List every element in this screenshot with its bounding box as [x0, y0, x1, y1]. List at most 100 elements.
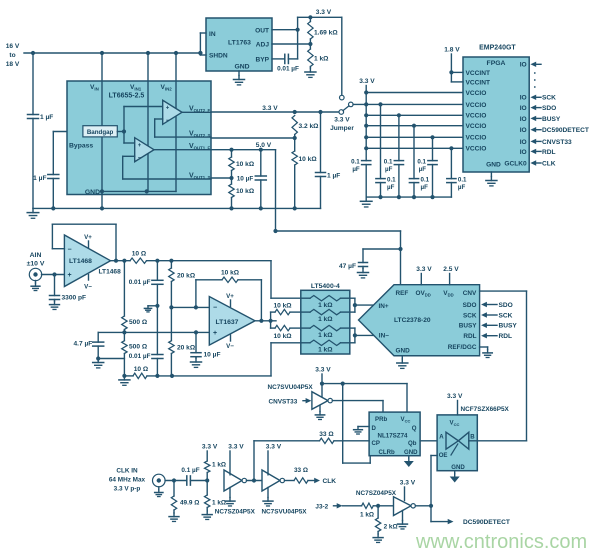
- svg-text:SDO: SDO: [463, 302, 477, 309]
- svg-text:NC7SZ04P5X: NC7SZ04P5X: [215, 509, 256, 516]
- svg-text:10 µF: 10 µF: [204, 352, 221, 359]
- svg-text:SDO: SDO: [499, 302, 513, 309]
- svg-text:SCK: SCK: [542, 95, 556, 102]
- svg-text:LT1763: LT1763: [228, 39, 251, 46]
- svg-text:BUSY: BUSY: [499, 323, 518, 330]
- svg-text:A: A: [439, 434, 444, 441]
- svg-text:DC590DETECT: DC590DETECT: [463, 519, 510, 526]
- svg-text:0.01 µF: 0.01 µF: [277, 66, 299, 73]
- svg-text:V+: V+: [84, 234, 92, 241]
- svg-text:IO: IO: [520, 139, 527, 146]
- svg-text:10 kΩ: 10 kΩ: [221, 269, 240, 276]
- svg-text:3.2 kΩ: 3.2 kΩ: [299, 123, 320, 130]
- svg-text:LT6655-2.5: LT6655-2.5: [109, 93, 145, 100]
- svg-text:20 kΩ: 20 kΩ: [177, 273, 196, 280]
- svg-text:VOUT2_F: VOUT2_F: [189, 106, 211, 114]
- svg-text:NL17SZ74: NL17SZ74: [378, 433, 408, 440]
- svg-text:CLK: CLK: [542, 160, 556, 167]
- svg-text:GND: GND: [486, 162, 501, 169]
- svg-text:VIN2: VIN2: [161, 84, 173, 92]
- svg-text:1 kΩ: 1 kΩ: [212, 462, 226, 469]
- svg-text:10 µF: 10 µF: [237, 176, 254, 183]
- svg-text:3.3 V: 3.3 V: [334, 117, 350, 124]
- svg-text:OVDD: OVDD: [416, 290, 431, 298]
- svg-text:LT1468: LT1468: [99, 269, 122, 276]
- svg-text:IO: IO: [520, 62, 527, 69]
- svg-text:NCF7SZX66P5X: NCF7SZX66P5X: [461, 406, 510, 413]
- svg-text:3.3 V: 3.3 V: [262, 105, 278, 112]
- svg-text:3.3 V p-p: 3.3 V p-p: [114, 486, 141, 493]
- svg-text:GND: GND: [234, 63, 249, 70]
- svg-text:1 kΩ: 1 kΩ: [314, 56, 329, 63]
- svg-text:−: −: [166, 118, 170, 124]
- svg-text:0.1: 0.1: [421, 177, 430, 184]
- svg-text:LT5400-4: LT5400-4: [311, 283, 340, 290]
- svg-text:NC7SVU04P5X: NC7SVU04P5X: [268, 384, 314, 391]
- svg-text:IN−: IN−: [379, 333, 389, 340]
- svg-text:0.1: 0.1: [387, 177, 396, 184]
- svg-text:−: −: [213, 305, 217, 312]
- svg-text:VCCIO: VCCIO: [466, 113, 487, 120]
- svg-text:IN: IN: [209, 31, 216, 38]
- svg-text:VIN: VIN: [90, 84, 99, 92]
- svg-text:1 µF: 1 µF: [327, 173, 340, 180]
- svg-text:µF: µF: [387, 184, 395, 191]
- svg-text:VOUT1_F: VOUT1_F: [189, 143, 211, 151]
- svg-text:GND: GND: [451, 464, 465, 471]
- svg-text:NC7SZ04P5X: NC7SZ04P5X: [356, 490, 397, 497]
- svg-text:5.0 V: 5.0 V: [256, 142, 272, 149]
- svg-text:CLK: CLK: [323, 478, 337, 485]
- svg-text:BYP: BYP: [255, 57, 269, 64]
- svg-text:B: B: [470, 434, 475, 441]
- svg-text:0.1: 0.1: [351, 159, 360, 166]
- svg-text:CLK IN: CLK IN: [116, 468, 138, 475]
- svg-text:3.3 V: 3.3 V: [359, 78, 375, 85]
- svg-text:GCLK0: GCLK0: [504, 160, 527, 167]
- svg-text:GND: GND: [404, 449, 418, 456]
- svg-text:RDL: RDL: [463, 333, 476, 340]
- svg-text:0.1: 0.1: [384, 159, 393, 166]
- svg-text:4.7 µF: 4.7 µF: [73, 341, 92, 348]
- svg-text:CLRb: CLRb: [379, 449, 396, 456]
- svg-text:10 kΩ: 10 kΩ: [299, 156, 318, 163]
- svg-text:0.1 µF: 0.1 µF: [181, 467, 199, 474]
- svg-text:3.3 V: 3.3 V: [447, 393, 463, 400]
- svg-text:CNV: CNV: [463, 290, 477, 297]
- svg-text:0.1: 0.1: [417, 159, 426, 166]
- svg-text:µF: µF: [421, 184, 429, 191]
- svg-text:3.3 V: 3.3 V: [315, 367, 331, 374]
- svg-text:0.01 µF: 0.01 µF: [129, 353, 151, 360]
- svg-text:www.cntronics.com: www.cntronics.com: [415, 531, 587, 553]
- svg-text:1 kΩ: 1 kΩ: [318, 347, 333, 354]
- svg-text:FPGA: FPGA: [487, 60, 506, 67]
- svg-text:3.3 V: 3.3 V: [202, 444, 218, 451]
- svg-text:µF: µF: [385, 166, 393, 173]
- svg-text:VCCIO: VCCIO: [466, 90, 487, 97]
- svg-text:RDL: RDL: [499, 333, 513, 340]
- svg-text:18 V: 18 V: [6, 61, 20, 68]
- svg-text:GND: GND: [396, 348, 411, 355]
- svg-text:1.69 kΩ: 1.69 kΩ: [314, 30, 338, 37]
- svg-text:1 kΩ: 1 kΩ: [212, 500, 226, 507]
- svg-text:10 kΩ: 10 kΩ: [273, 302, 292, 309]
- svg-text:1 µF: 1 µF: [33, 175, 46, 182]
- svg-text:VOUT2_S: VOUT2_S: [189, 131, 211, 139]
- svg-text:3.3 V: 3.3 V: [266, 444, 282, 451]
- svg-text:NC7SVU04P5X: NC7SVU04P5X: [261, 509, 307, 516]
- svg-text:EMP240GT: EMP240GT: [479, 45, 516, 52]
- svg-text:LT1468: LT1468: [69, 258, 92, 265]
- svg-text:IO: IO: [520, 116, 527, 123]
- svg-text:REF/DGC: REF/DGC: [448, 344, 477, 351]
- svg-text:AIN: AIN: [30, 252, 42, 259]
- svg-text:Q: Q: [412, 425, 417, 432]
- svg-text:500 Ω: 500 Ω: [129, 344, 148, 351]
- svg-text:µF: µF: [458, 184, 466, 191]
- svg-text:2 kΩ: 2 kΩ: [384, 524, 398, 531]
- svg-text:SHDN: SHDN: [209, 53, 228, 60]
- svg-text:VCCIO: VCCIO: [466, 123, 487, 130]
- svg-text:20 kΩ: 20 kΩ: [177, 345, 196, 352]
- svg-text:SCK: SCK: [499, 312, 513, 319]
- svg-text:VCCIO: VCCIO: [466, 146, 487, 153]
- svg-text:V−: V−: [84, 284, 92, 291]
- svg-text:Bandgap: Bandgap: [87, 129, 114, 136]
